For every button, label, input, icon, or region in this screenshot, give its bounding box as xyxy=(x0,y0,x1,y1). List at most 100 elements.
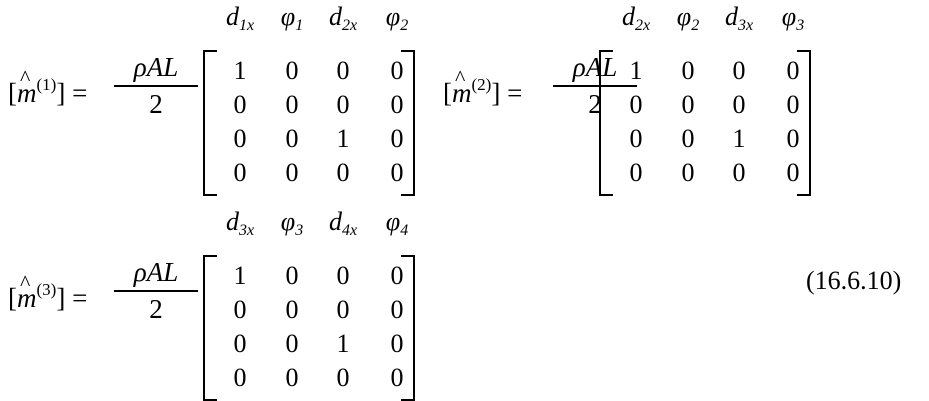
header-subscript: 2 xyxy=(400,17,409,34)
matrix-cell: 0 xyxy=(732,158,746,187)
matrix-cell: 0 xyxy=(336,363,350,392)
header-subscript: 3x xyxy=(737,17,754,34)
matrix-cell: 0 xyxy=(233,295,247,324)
header-subscript: 3 xyxy=(295,222,304,239)
fraction-numerator: ρAL xyxy=(133,257,179,287)
matrix-cell: 0 xyxy=(786,158,800,187)
matrix-label: [m(1)] = xyxy=(8,65,88,109)
matrix-cell: 0 xyxy=(681,158,695,187)
matrix-cell: 0 xyxy=(233,124,247,153)
matrix-cell: 0 xyxy=(390,124,404,153)
matrix-cell: 0 xyxy=(336,90,350,119)
matrix-cell: 0 xyxy=(336,261,350,290)
matrix-superscript: (2) xyxy=(471,75,492,94)
header-symbol: d xyxy=(225,2,239,31)
matrix-cell: 0 xyxy=(786,90,800,119)
header-subscript: 3x xyxy=(238,222,255,239)
matrix-cell: 0 xyxy=(786,124,800,153)
matrix-cell: 1 xyxy=(629,56,643,85)
header-symbol: d xyxy=(328,2,342,31)
matrix-cell: 0 xyxy=(285,363,299,392)
matrix-superscript: (3) xyxy=(36,280,57,299)
fraction-bar xyxy=(553,85,637,87)
matrix-cell: 0 xyxy=(285,90,299,119)
matrix-superscript: (1) xyxy=(36,75,57,94)
matrix-cell: 0 xyxy=(629,124,643,153)
header-subscript: 1x xyxy=(238,17,255,34)
column-header: φ2 xyxy=(367,2,427,35)
matrix-right-bracket xyxy=(401,50,415,196)
matrix-symbol: m xyxy=(17,65,37,109)
matrix-cell: 1 xyxy=(336,329,350,358)
close-bracket-equals-glyph: ] = xyxy=(56,78,88,108)
matrix-cell: 0 xyxy=(233,158,247,187)
header-symbol: φ xyxy=(385,2,401,31)
open-bracket-glyph: [ xyxy=(8,78,17,108)
header-symbol: φ xyxy=(280,207,296,236)
matrix-cell: 0 xyxy=(629,158,643,187)
column-header: φ4 xyxy=(367,207,427,240)
matrix-cell: 0 xyxy=(336,158,350,187)
header-subscript: 3 xyxy=(796,17,805,34)
matrix-cell: 0 xyxy=(390,261,404,290)
column-header: φ2 xyxy=(658,2,718,35)
header-symbol: d xyxy=(724,2,738,31)
matrix-cell: 0 xyxy=(285,261,299,290)
matrix-cell: 1 xyxy=(732,124,746,153)
header-symbol: φ xyxy=(781,2,797,31)
matrix-left-bracket xyxy=(599,50,613,196)
equation-number: (16.6.10) xyxy=(806,266,902,295)
matrix-right-bracket xyxy=(401,255,415,401)
coefficient-fraction: ρAL 2 xyxy=(114,52,198,119)
matrix-cell: 0 xyxy=(732,56,746,85)
header-symbol: φ xyxy=(280,2,296,31)
matrix-cell: 1 xyxy=(233,261,247,290)
matrix-label: [m(3)] = xyxy=(8,270,88,314)
matrix-cell: 0 xyxy=(390,363,404,392)
column-header: d2x xyxy=(313,2,373,35)
matrix-cell: 0 xyxy=(390,295,404,324)
matrix-cell: 0 xyxy=(285,329,299,358)
matrix-cell: 0 xyxy=(233,329,247,358)
header-subscript: 1 xyxy=(295,17,304,34)
matrix-cell: 0 xyxy=(390,329,404,358)
header-subscript: 2 xyxy=(691,17,700,34)
matrix-symbol: m xyxy=(452,65,472,109)
column-header: d3x xyxy=(210,207,270,240)
matrix-symbol: m xyxy=(17,270,37,314)
header-symbol: d xyxy=(328,207,342,236)
fraction-denominator: 2 xyxy=(588,89,602,119)
fraction-denominator: 2 xyxy=(149,89,163,119)
fraction-bar xyxy=(114,85,198,87)
column-header: d1x xyxy=(210,2,270,35)
column-header: φ1 xyxy=(262,2,322,35)
matrix-cell: 0 xyxy=(681,56,695,85)
matrix-cell: 0 xyxy=(336,295,350,324)
matrix-cell: 1 xyxy=(336,124,350,153)
matrix-cell: 0 xyxy=(285,295,299,324)
header-subscript: 2x xyxy=(341,17,358,34)
fraction-numerator: ρAL xyxy=(133,52,179,82)
matrix-cell: 0 xyxy=(233,363,247,392)
matrix-cell: 0 xyxy=(786,56,800,85)
matrix-cell: 0 xyxy=(285,124,299,153)
open-bracket-glyph: [ xyxy=(443,78,452,108)
fraction-numerator: ρAL xyxy=(572,52,618,82)
header-symbol: φ xyxy=(676,2,692,31)
matrix-cell: 0 xyxy=(336,56,350,85)
matrix-left-bracket xyxy=(203,50,217,196)
close-bracket-equals-glyph: ] = xyxy=(56,283,88,313)
column-header: d3x xyxy=(709,2,769,35)
column-header: φ3 xyxy=(262,207,322,240)
matrix-cell: 0 xyxy=(390,90,404,119)
column-header: d2x xyxy=(606,2,666,35)
header-subscript: 2x xyxy=(634,17,651,34)
matrix-label: [m(2)] = xyxy=(443,65,522,109)
fraction-bar xyxy=(114,290,198,292)
matrix-cell: 0 xyxy=(390,56,404,85)
matrix-cell: 0 xyxy=(285,158,299,187)
matrix-cell: 0 xyxy=(285,56,299,85)
